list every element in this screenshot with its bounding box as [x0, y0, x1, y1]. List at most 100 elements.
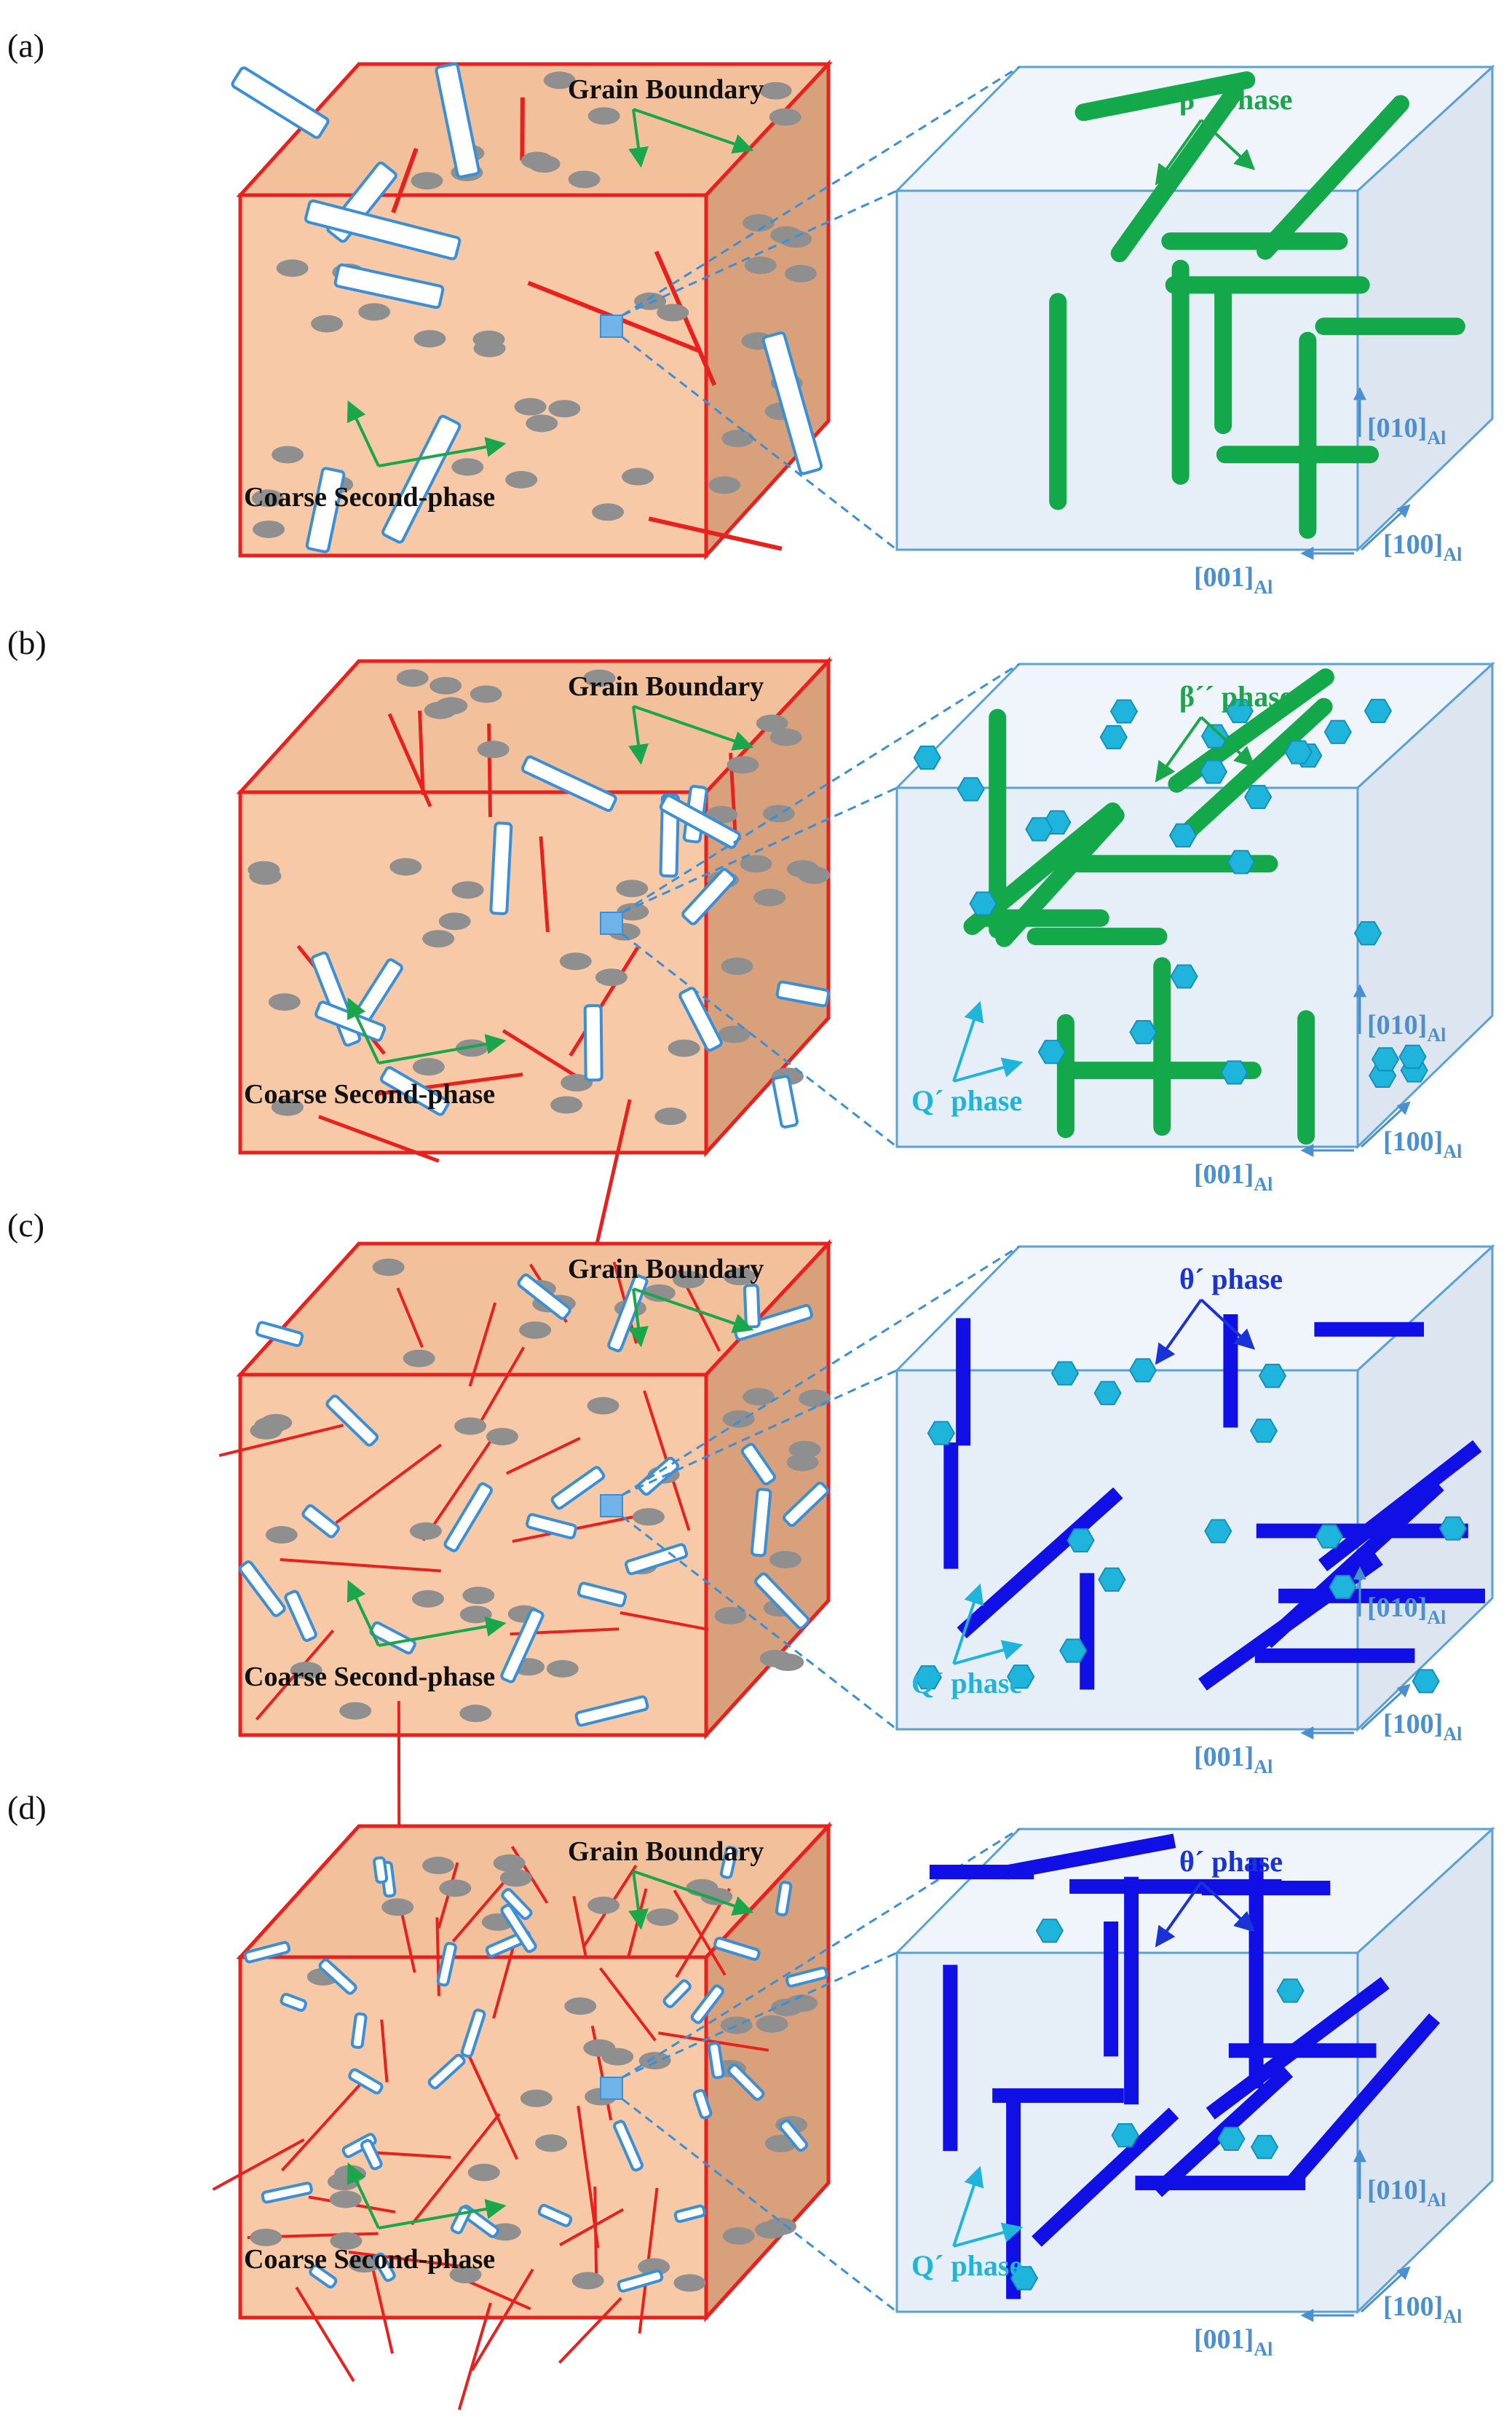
- q-precipitate: [1251, 2136, 1278, 2158]
- coarse-particle: [454, 1418, 486, 1435]
- coarse-particle: [592, 503, 624, 521]
- grain-boundary-label: Grain Boundary: [568, 1254, 764, 1284]
- coarse-second-phase-label: Coarse Second-phase: [244, 1662, 495, 1692]
- q-precipitate: [1130, 1359, 1156, 1381]
- q-precipitate: [1222, 1061, 1248, 1083]
- q-precipitate: [1400, 1046, 1426, 1068]
- coarse-particle: [521, 2090, 553, 2107]
- grain-boundary-line: [489, 724, 491, 817]
- coarse-particle: [266, 1526, 298, 1544]
- coarse-particle: [439, 912, 471, 930]
- coarse-particle: [403, 1350, 435, 1367]
- coarse-particle: [468, 2164, 500, 2181]
- coarse-particle: [529, 155, 561, 173]
- q-precipitate: [1039, 1040, 1065, 1063]
- q-precipitate: [1218, 2128, 1244, 2150]
- q-precipitate: [1355, 922, 1381, 944]
- coarse-particle: [721, 430, 753, 447]
- grain-boundary-label: Grain Boundary: [568, 1836, 764, 1867]
- coarse-particle: [798, 866, 830, 884]
- coarse-second-phase-label: Coarse Second-phase: [244, 482, 495, 513]
- coarse-particle: [587, 1397, 620, 1415]
- phase1-label: θ´ phase: [1179, 1845, 1283, 1878]
- phase2-label: Q´ phase: [911, 1667, 1022, 1699]
- coarse-particle: [595, 968, 628, 986]
- q-precipitate: [1068, 1529, 1094, 1552]
- q-precipitate: [1101, 726, 1127, 749]
- coarse-particle: [460, 1605, 492, 1623]
- q-precipitate: [958, 778, 984, 800]
- coarse-particle: [764, 2218, 796, 2235]
- coarse-particle: [745, 256, 777, 274]
- coarse-particle: [459, 1705, 491, 1722]
- coarse-particle: [389, 858, 421, 876]
- panel-label: (a): [7, 27, 44, 64]
- coarse-particle: [277, 259, 309, 277]
- coarse-particle: [769, 1551, 801, 1568]
- axis-001-label: [001]Al: [1194, 1742, 1272, 1777]
- coarse-particle: [451, 881, 483, 898]
- coarse-particle: [718, 1026, 750, 1043]
- axis-100-label: [100]Al: [1383, 529, 1462, 565]
- q-precipitate: [1099, 1568, 1125, 1591]
- coarse-particle: [780, 230, 812, 248]
- zoom-marker: [601, 2077, 622, 2099]
- coarse-particle: [435, 697, 467, 714]
- coarse-particle: [588, 107, 620, 125]
- grain-boundary-label: Grain Boundary: [568, 74, 764, 105]
- phase1-label: β´´ phase: [1179, 83, 1293, 116]
- q-precipitate: [1112, 2124, 1139, 2146]
- axis-001-label: [001]Al: [1194, 562, 1272, 598]
- panel-label: (c): [7, 1206, 44, 1244]
- q-precipitate: [1286, 740, 1312, 763]
- q-precipitate: [1278, 1979, 1304, 2002]
- coarse-particle: [253, 521, 285, 538]
- axis-100-label: [100]Al: [1383, 2291, 1462, 2327]
- coarse-particle: [727, 756, 759, 773]
- q-precipitate: [1325, 721, 1351, 743]
- coarse-particle: [248, 861, 280, 879]
- q-precipitate: [1170, 824, 1196, 847]
- coarse-particle: [760, 82, 792, 100]
- coarse-particle: [269, 993, 301, 1011]
- coarse-particle: [486, 1428, 518, 1445]
- zoom-marker: [601, 912, 622, 934]
- q-precipitate: [1052, 1362, 1078, 1385]
- coarse-particle: [673, 2274, 705, 2291]
- coarse-particle: [381, 1898, 413, 1916]
- q-precipitate: [1259, 1364, 1286, 1387]
- coarse-particle: [743, 1388, 775, 1405]
- coarse-particle: [587, 1897, 620, 1914]
- zoom-marker: [601, 1495, 622, 1517]
- coarse-particle: [526, 414, 558, 432]
- coarse-particle: [550, 1096, 582, 1113]
- q-precipitate: [1440, 1517, 1466, 1540]
- axis-001-label: [001]Al: [1194, 2324, 1272, 2360]
- coarse-particle: [412, 1590, 444, 1608]
- coarse-particle: [413, 330, 446, 347]
- coarse-particle: [548, 400, 580, 417]
- coarse-particle: [260, 1414, 292, 1431]
- axis-100-label: [100]Al: [1383, 1709, 1462, 1745]
- second-phase-rod: [585, 1006, 602, 1080]
- coarse-particle: [330, 2191, 362, 2208]
- grain-boundary-label: Grain Boundary: [568, 671, 764, 702]
- coarse-particle: [770, 729, 802, 746]
- coarse-particle: [505, 471, 537, 489]
- coarse-second-phase-label: Coarse Second-phase: [244, 2244, 495, 2275]
- coarse-particle: [451, 458, 483, 475]
- coarse-particle: [470, 685, 502, 703]
- coarse-particle: [639, 2052, 671, 2069]
- q-precipitate: [1037, 1919, 1063, 1942]
- second-phase-rod: [745, 1285, 759, 1327]
- coarse-particle: [422, 1857, 454, 1874]
- coarse-particle: [633, 1508, 665, 1525]
- second-phase-rod: [491, 823, 511, 914]
- q-precipitate: [1026, 818, 1052, 840]
- q-precipitate: [1365, 700, 1391, 722]
- coarse-particle: [622, 468, 654, 486]
- coarse-particle: [339, 1702, 371, 1720]
